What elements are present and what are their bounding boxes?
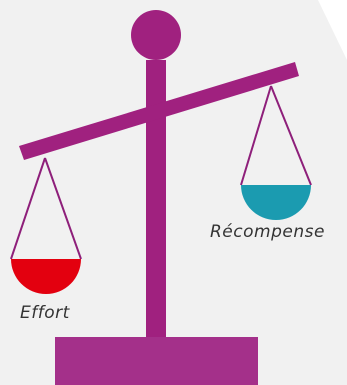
scale-pillar (146, 60, 166, 342)
right-pan-strings (240, 85, 312, 186)
left-pan (11, 259, 81, 294)
reward-label: Récompense (210, 222, 325, 242)
left-pan-strings (10, 157, 82, 260)
scale-knob (131, 10, 181, 60)
scale-beam (19, 62, 299, 160)
right-pan (241, 185, 311, 220)
scale-base (55, 337, 258, 385)
effort-label: Effort (20, 303, 70, 323)
